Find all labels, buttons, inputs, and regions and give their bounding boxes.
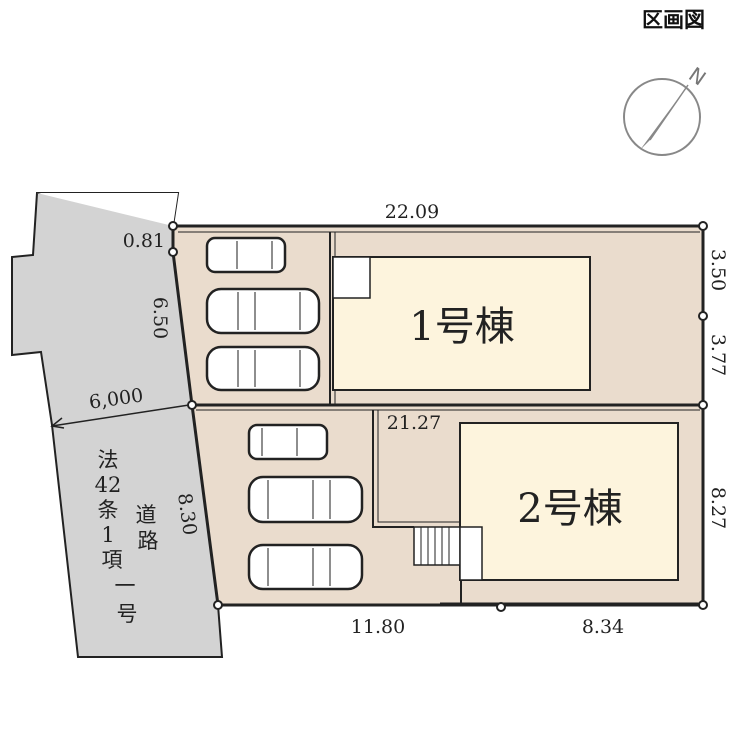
road-label-char: 号 bbox=[117, 602, 138, 626]
arrow-icon bbox=[50, 417, 65, 429]
road-label-char: 項 bbox=[102, 548, 123, 572]
building-1-entrance bbox=[332, 256, 371, 299]
dim-inner: 21.27 bbox=[387, 412, 441, 434]
compass-icon: N bbox=[623, 62, 710, 156]
partition-line bbox=[377, 410, 460, 523]
road-width-line bbox=[51, 404, 190, 427]
road-label-char: 条 bbox=[98, 498, 119, 522]
road-label-char: 42 bbox=[95, 473, 122, 497]
dim-bottom-right: 8.34 bbox=[582, 616, 624, 638]
dim-left-1: 6.50 bbox=[149, 297, 171, 339]
dim-right-2: 8.27 bbox=[707, 487, 729, 529]
car-icon bbox=[247, 543, 364, 591]
road-label: 法 42 条 1 項 一 号 道 路 bbox=[95, 448, 159, 626]
parking-cars bbox=[205, 236, 364, 591]
building-1 bbox=[332, 256, 591, 391]
stairs bbox=[413, 526, 483, 581]
boundary-markers bbox=[168, 221, 708, 612]
road-label-char: 一 bbox=[115, 574, 136, 598]
building-1-label: 1号棟 bbox=[409, 304, 514, 350]
building-2-label: 2号棟 bbox=[517, 486, 622, 532]
road-label-char: 路 bbox=[138, 529, 159, 553]
car-icon bbox=[205, 345, 321, 392]
dim-left-top: 0.81 bbox=[123, 230, 165, 252]
car-icon bbox=[247, 423, 329, 461]
road-label-char: 1 bbox=[101, 523, 114, 547]
partition-line bbox=[372, 410, 414, 528]
car-icon bbox=[205, 236, 287, 274]
building-2 bbox=[459, 422, 679, 581]
road-corner-mask bbox=[37, 193, 178, 226]
car-icon bbox=[205, 287, 321, 335]
dim-top: 22.09 bbox=[385, 201, 439, 223]
road-label-char: 法 bbox=[98, 448, 119, 472]
car-icon bbox=[247, 475, 364, 524]
dim-bottom-left: 11.80 bbox=[351, 616, 405, 638]
dim-right-1b: 3.77 bbox=[707, 334, 729, 376]
road-label-char: 道 bbox=[136, 503, 157, 527]
north-label: N bbox=[684, 62, 710, 90]
dim-right-1a: 3.50 bbox=[707, 249, 729, 291]
plan-title: 区画図 bbox=[642, 8, 705, 32]
